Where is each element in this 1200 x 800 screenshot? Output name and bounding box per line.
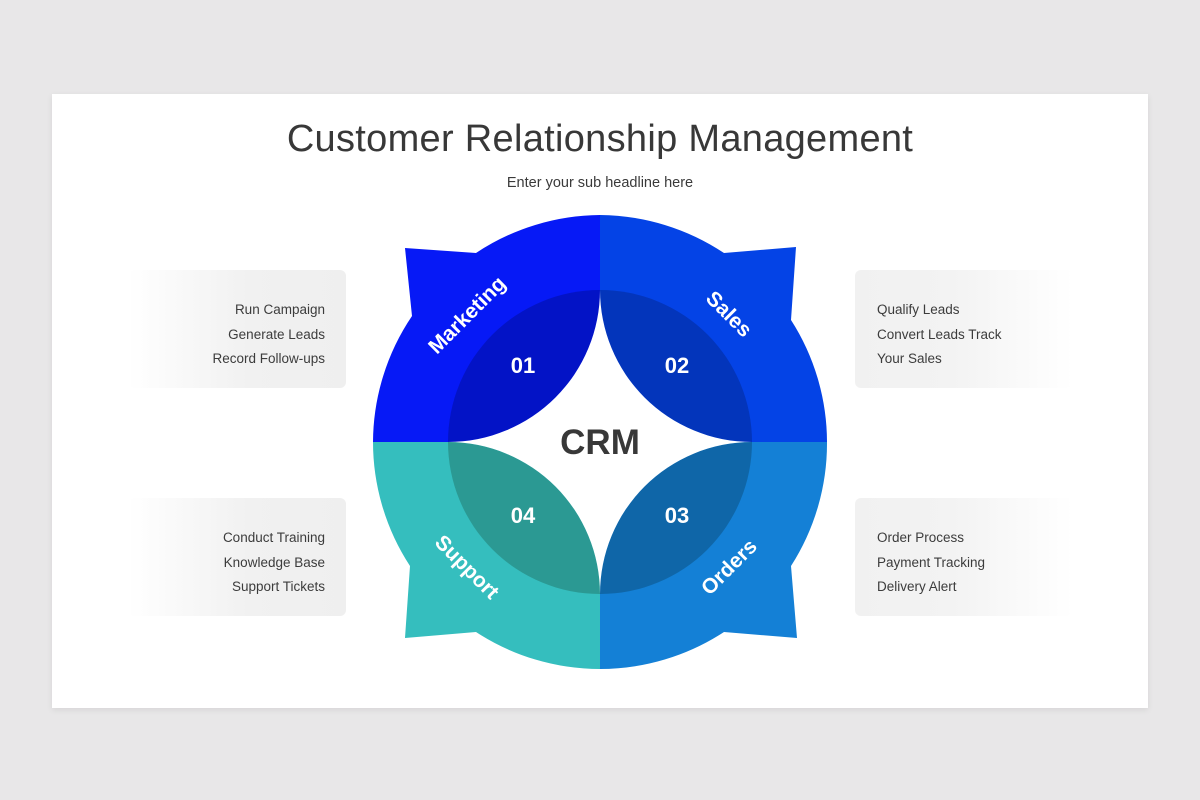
card-item: Payment Tracking	[877, 554, 986, 570]
sales-petal	[600, 290, 752, 442]
marketing-petal	[448, 290, 600, 442]
slide-subtitle: Enter your sub headline here	[506, 175, 694, 191]
sales-number: 02	[665, 353, 689, 378]
orders-petal	[600, 442, 752, 594]
card-item: Record Follow-ups	[212, 351, 325, 366]
center-star	[448, 290, 752, 594]
orders-number: 03	[665, 503, 689, 528]
slide-title: Customer Relationship Management	[286, 118, 914, 160]
card-item: Generate Leads	[228, 326, 325, 342]
support-info-card: Conduct Training Knowledge Base Support …	[128, 498, 346, 616]
card-item: Delivery Alert	[877, 579, 957, 594]
card-item: Order Process	[877, 530, 965, 545]
center-label: CRM	[560, 423, 640, 462]
support-number: 04	[511, 503, 536, 528]
orders-info-card: Order Process Payment Tracking Delivery …	[855, 498, 1073, 616]
marketing-number: 01	[511, 353, 535, 378]
card-item: Run Campaign	[234, 302, 325, 317]
marketing-info-card: Run Campaign Generate Leads Record Follo…	[128, 270, 346, 388]
card-item: Your Sales	[877, 351, 942, 366]
sales-info-card: Qualify Leads Convert Leads Track Your S…	[855, 270, 1073, 388]
card-item: Knowledge Base	[223, 554, 325, 570]
card-item: Conduct Training	[222, 530, 325, 545]
support-petal	[448, 442, 600, 594]
card-item: Support Tickets	[231, 579, 325, 594]
card-item: Convert Leads Track	[877, 326, 1002, 342]
card-item: Qualify Leads	[877, 302, 960, 317]
